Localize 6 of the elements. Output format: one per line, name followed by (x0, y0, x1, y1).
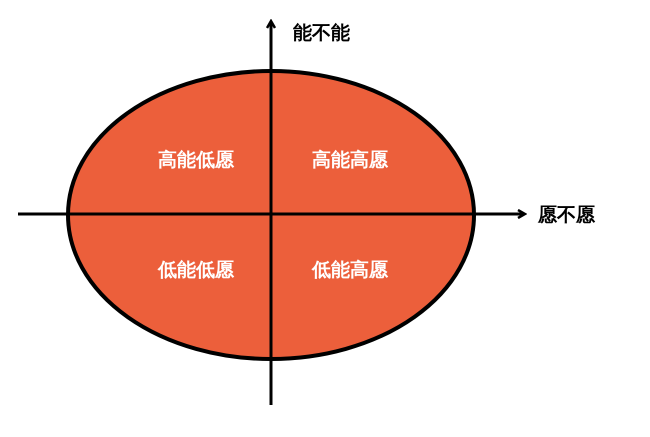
quadrant-label: 高能低愿 (158, 147, 234, 173)
quadrant-label: 低能低愿 (158, 257, 234, 283)
quadrant-label: 高能高愿 (312, 147, 388, 173)
axis-label: 能不能 (293, 21, 350, 46)
axis-label: 愿不愿 (538, 203, 595, 228)
quadrant-label: 低能高愿 (312, 257, 388, 283)
